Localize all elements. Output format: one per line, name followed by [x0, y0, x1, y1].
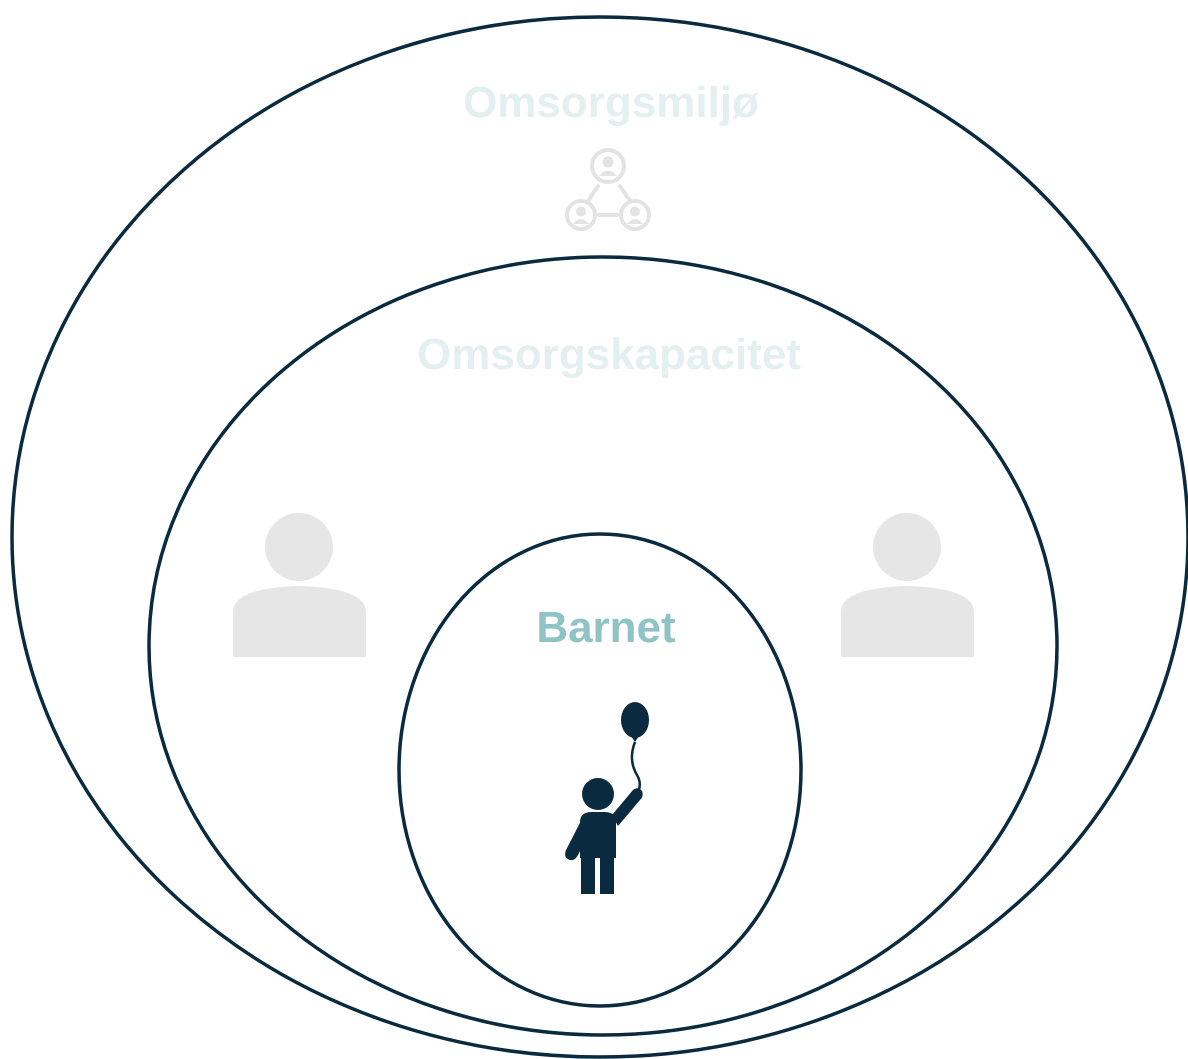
person-icon	[233, 513, 366, 657]
middle-ring	[147, 255, 1059, 1037]
inner-ring	[397, 532, 803, 1008]
inner-layer-label: Barnet	[536, 603, 676, 652]
person-icon	[841, 513, 974, 657]
child-with-balloon-icon	[565, 702, 649, 894]
outer-ring	[10, 15, 1188, 1059]
outer-layer-label: Omsorgsmiljø	[463, 78, 759, 127]
middle-layer-label: Omsorgskapacitet	[417, 330, 801, 379]
network-icon	[565, 148, 651, 231]
